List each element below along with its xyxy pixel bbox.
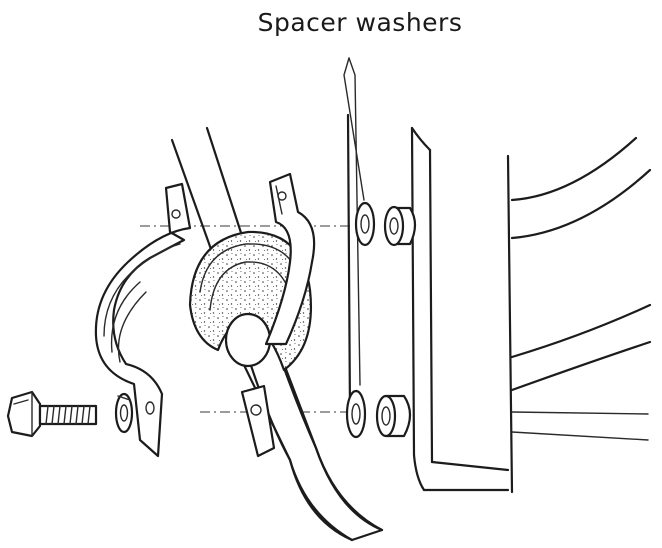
rubber-bush: [188, 230, 312, 372]
spacer-washer-lower: [345, 389, 367, 439]
callout-label-spacer-washers: Spacer washers: [258, 8, 463, 37]
spacer-upper: [383, 205, 417, 247]
spacer-washer-upper: [354, 201, 376, 247]
clamp-bracket-rear: [240, 172, 316, 458]
spacer-lower: [375, 394, 412, 438]
clamp-bracket-front: [94, 182, 192, 458]
spring-washer: [114, 392, 134, 434]
mounting-body: [346, 113, 514, 494]
frame-members: [510, 136, 652, 441]
leader-lines: [343, 57, 365, 386]
hex-bolt: [6, 390, 98, 438]
